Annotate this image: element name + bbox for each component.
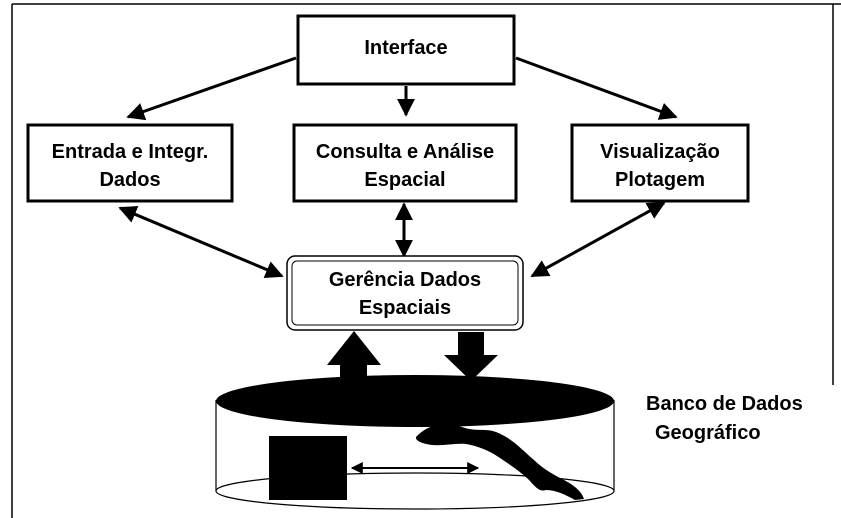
node-consulta: Consulta e Análise Espacial (292, 123, 518, 203)
node-entrada: Entrada e Integr. Dados (26, 123, 234, 203)
database-cylinder (215, 375, 615, 510)
node-visualizacao-line2: Plotagem (615, 169, 705, 191)
node-consulta-line2: Espacial (364, 169, 445, 191)
connectors (118, 56, 678, 279)
database-label-line1: Banco de Dados (646, 393, 803, 415)
arrow-entrada-gerencia (118, 205, 284, 279)
node-entrada-line1: Entrada e Integr. (52, 141, 209, 163)
map-shape (415, 424, 584, 500)
arrow-visualizacao-gerencia (530, 201, 666, 278)
node-gerencia-line1: Gerência Dados (329, 269, 481, 291)
node-interface-label: Interface (364, 37, 447, 59)
node-gerencia: Gerência Dados Espaciais (286, 255, 524, 331)
database-top (216, 375, 614, 427)
raster-square (269, 436, 347, 500)
node-gerencia-line2: Espaciais (359, 297, 451, 319)
node-visualizacao-line1: Visualização (600, 141, 720, 163)
node-interface: Interface (296, 14, 516, 86)
arrow-interface-to-visualizacao (515, 56, 678, 120)
arrow-interface-to-entrada (126, 56, 297, 121)
node-consulta-line1: Consulta e Análise (316, 141, 494, 163)
block-arrow-up (327, 331, 381, 382)
block-arrow-down (444, 332, 498, 381)
node-entrada-line2: Dados (99, 169, 160, 191)
node-visualizacao: Visualização Plotagem (570, 123, 750, 203)
database-label-line2: Geográfico (655, 422, 761, 444)
